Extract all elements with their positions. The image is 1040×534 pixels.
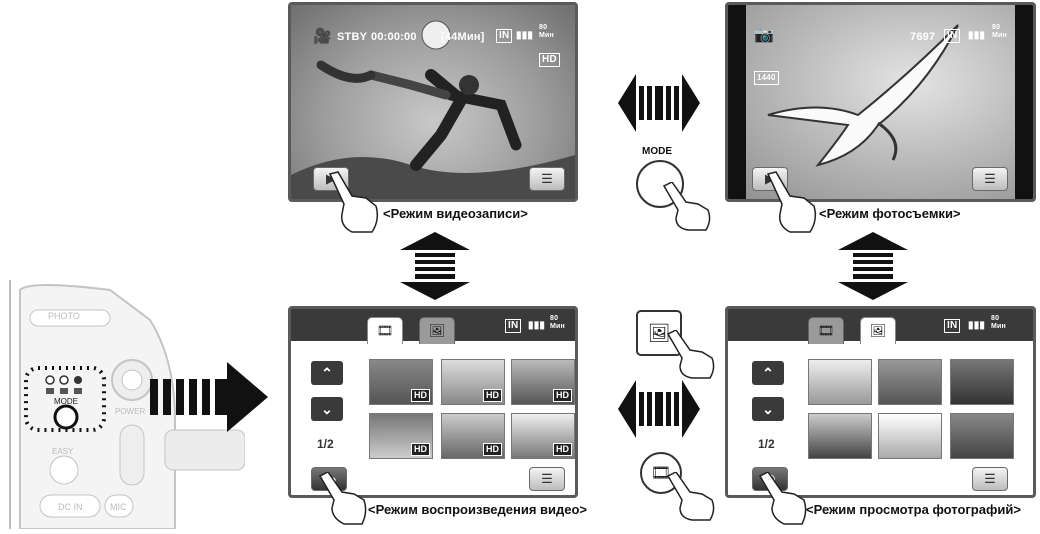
menu-icon: ☰ xyxy=(984,171,996,186)
mode-button-label: MODE xyxy=(642,146,672,157)
video-thumbnail[interactable]: HD xyxy=(369,413,433,459)
photo-frame-icon: 🖼 xyxy=(869,323,887,338)
scroll-down-button[interactable]: ⌄ xyxy=(752,397,784,421)
internal-memory-badge: IN xyxy=(496,29,513,43)
mode-label: MODE xyxy=(54,397,78,406)
menu-icon: ☰ xyxy=(984,471,996,486)
video-thumbnail[interactable]: HD xyxy=(511,359,575,405)
photo-tab-icon[interactable]: 🖼 xyxy=(636,310,682,356)
chevron-down-icon: ⌄ xyxy=(762,400,774,417)
tab-photo[interactable]: 🖼 xyxy=(419,317,455,344)
menu-icon: ☰ xyxy=(541,171,553,186)
pointing-hand-icon xyxy=(328,171,379,233)
menu-icon: ☰ xyxy=(541,471,553,486)
mic-label: MIC xyxy=(110,502,127,512)
scroll-up-button[interactable]: ⌃ xyxy=(311,361,343,385)
video-thumbnail[interactable]: HD xyxy=(441,359,505,405)
photo-frame-icon: 🖼 xyxy=(428,323,446,338)
scroll-up-button[interactable]: ⌃ xyxy=(752,361,784,385)
photo-view-caption: <Режим просмотра фотографий> xyxy=(806,502,1021,517)
pointing-hand-icon xyxy=(666,472,715,521)
video-thumbnail[interactable]: HD xyxy=(369,359,433,405)
page-indicator: 1/2 xyxy=(758,437,775,451)
chevron-down-icon: ⌄ xyxy=(321,400,333,417)
photo-thumbnail[interactable] xyxy=(808,413,872,459)
menu-button[interactable]: ☰ xyxy=(972,167,1008,191)
seagull-photo xyxy=(728,5,1033,199)
vertical-double-arrow-icon xyxy=(400,232,470,305)
easy-label: EASY xyxy=(52,447,74,456)
pointing-hand-icon xyxy=(318,472,367,525)
arrow-right-icon xyxy=(150,362,270,437)
resolution-badge: 1440 xyxy=(754,71,779,85)
video-camera-icon: 🎥 xyxy=(313,28,332,45)
photo-thumbnail[interactable] xyxy=(808,359,872,405)
menu-button[interactable]: ☰ xyxy=(529,467,565,491)
play-icon: ▶ xyxy=(326,171,336,186)
camcorder-body: PHOTO MODE POWER EASY DC IN MIC xyxy=(0,280,246,530)
hd-badge: HD xyxy=(539,53,560,67)
vertical-double-arrow-icon xyxy=(838,232,908,305)
chevron-up-icon: ⌃ xyxy=(762,364,774,381)
photo-thumbnail[interactable] xyxy=(878,413,942,459)
remaining-time: [44Мин] xyxy=(441,31,485,43)
pointing-hand-icon xyxy=(766,171,817,233)
tab-video[interactable]: 🎞 xyxy=(367,317,403,344)
video-record-caption: <Режим видеозаписи> xyxy=(383,206,528,221)
time-counter: 00:00:00 xyxy=(371,31,417,43)
battery-icon: ▮▮▮ xyxy=(968,320,986,331)
battery-icon: ▮▮▮ xyxy=(528,320,546,331)
photo-thumbnail[interactable] xyxy=(950,359,1014,405)
menu-button[interactable]: ☰ xyxy=(972,467,1008,491)
power-label: POWER xyxy=(115,407,146,416)
battery-icon: ▮▮▮ xyxy=(968,30,986,41)
page-indicator: 1/2 xyxy=(317,437,334,451)
internal-memory-badge: IN xyxy=(944,29,961,43)
pointing-hand-icon xyxy=(758,472,807,525)
scroll-down-button[interactable]: ⌄ xyxy=(311,397,343,421)
horizontal-double-arrow-icon xyxy=(618,378,700,445)
pointing-hand-icon xyxy=(662,182,711,231)
video-reel-icon: 🎞 xyxy=(817,323,835,338)
photo-label: PHOTO xyxy=(48,311,80,321)
photo-thumbnail[interactable] xyxy=(950,413,1014,459)
photo-thumbnail[interactable] xyxy=(878,359,942,405)
pointing-hand-icon xyxy=(666,330,715,379)
video-thumbnail[interactable]: HD xyxy=(441,413,505,459)
video-thumbnail[interactable]: HD xyxy=(511,413,575,459)
video-playback-caption: <Режим воспроизведения видео> xyxy=(368,502,588,517)
soccer-photo xyxy=(291,5,575,199)
battery-icon: ▮▮▮ xyxy=(516,30,534,41)
dcin-label: DC IN xyxy=(58,502,83,512)
photo-camera-icon: 📷 xyxy=(754,27,775,44)
menu-button[interactable]: ☰ xyxy=(529,167,565,191)
tab-photo[interactable]: 🖼 xyxy=(860,317,896,344)
photo-count: 7697 xyxy=(910,31,936,43)
internal-memory-badge: IN xyxy=(505,319,522,333)
chevron-up-icon: ⌃ xyxy=(321,364,333,381)
tab-video[interactable]: 🎞 xyxy=(808,317,844,344)
standby-label: STBY xyxy=(337,31,368,43)
internal-memory-badge: IN xyxy=(944,319,961,333)
video-reel-icon: 🎞 xyxy=(376,323,394,338)
horizontal-double-arrow-icon xyxy=(618,72,700,139)
photo-shoot-caption: <Режим фотосъемки> xyxy=(819,206,961,221)
